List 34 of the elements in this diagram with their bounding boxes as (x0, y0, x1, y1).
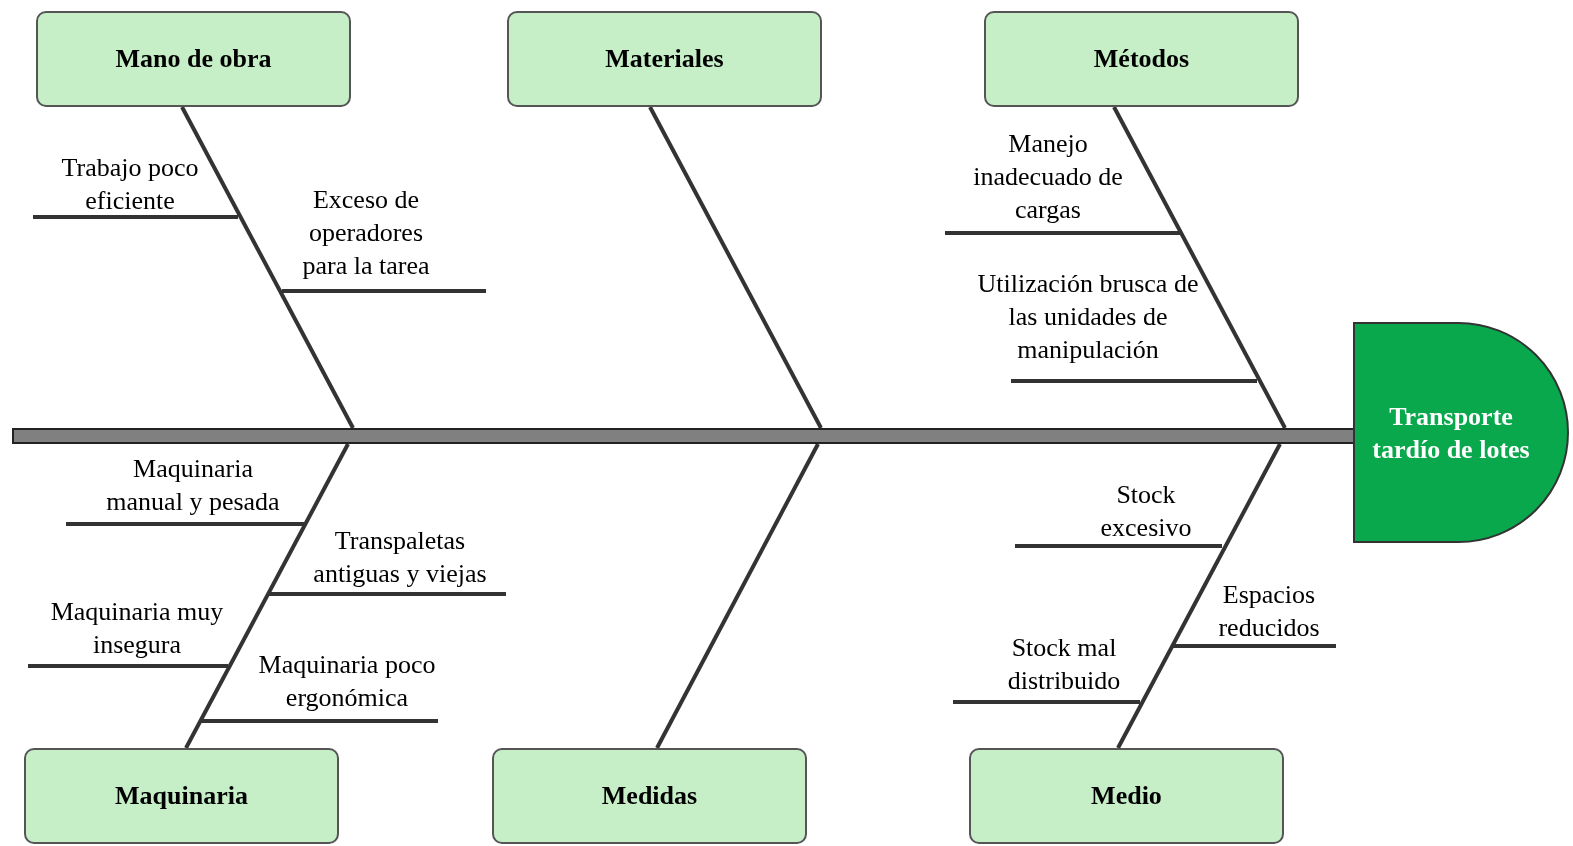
cause-text: Transpaletas antiguas y viejas (300, 524, 500, 590)
cause-text: Trabajo poco eficiente (40, 151, 220, 217)
category-box: Métodos (984, 11, 1299, 107)
cause-line (66, 522, 304, 526)
cause-line (1011, 379, 1257, 383)
category-box: Medidas (492, 748, 807, 844)
effect-text: Transporte tardío de lotes (1371, 400, 1531, 466)
cause-text: Stock mal distribuido (989, 631, 1139, 697)
cause-text: Exceso de operadores para la tarea (291, 183, 441, 282)
cause-line (945, 231, 1180, 235)
category-box: Maquinaria (24, 748, 339, 844)
cause-line (28, 664, 228, 668)
category-bone (180, 106, 355, 429)
cause-line (1015, 544, 1222, 548)
category-box: Medio (969, 748, 1284, 844)
cause-line (1172, 644, 1336, 648)
category-box: Mano de obra (36, 11, 351, 107)
cause-line (268, 592, 506, 596)
cause-line (953, 700, 1140, 704)
cause-line (282, 289, 486, 293)
category-bone (655, 443, 820, 749)
cause-line (33, 215, 238, 219)
cause-text: Utilización brusca de las unidades de manipulación (977, 267, 1199, 366)
cause-line (200, 719, 438, 723)
category-bone (184, 443, 350, 749)
cause-text: Maquinaria manual y pesada (93, 452, 293, 518)
spine-bar (12, 428, 1355, 444)
cause-text: Manejo inadecuado de cargas (959, 127, 1137, 226)
cause-text: Espacios reducidos (1204, 578, 1334, 644)
category-box: Materiales (507, 11, 822, 107)
category-bone (1112, 106, 1287, 429)
category-bone (1116, 443, 1282, 749)
category-bone (648, 106, 823, 429)
cause-text: Stock excesivo (1086, 478, 1206, 544)
